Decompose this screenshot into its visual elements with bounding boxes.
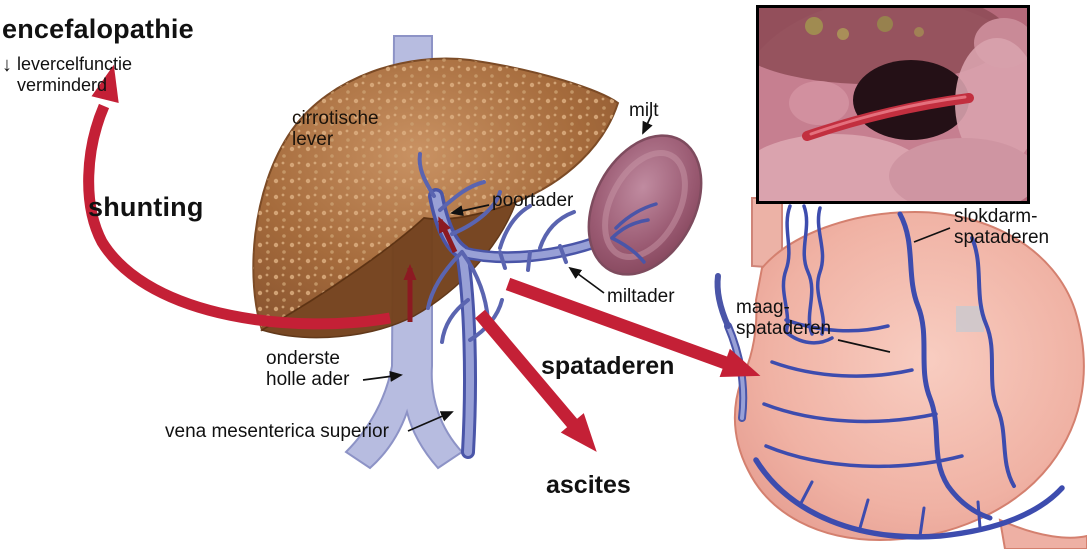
ascites-arrow <box>475 309 597 452</box>
onderste-holle-ader-pointer <box>362 370 403 382</box>
maag-spataderen-pointer <box>837 339 891 353</box>
miltader-pointer <box>568 266 605 294</box>
duodenum-shape <box>998 518 1087 549</box>
spleen-shape <box>587 134 703 276</box>
milt-pointer <box>642 115 653 135</box>
flow-arrows <box>403 216 458 322</box>
spleen-hilum-veins <box>610 202 658 264</box>
red-arrows <box>83 64 761 452</box>
gastric-varices-vein <box>714 273 748 422</box>
endoscopy-photo <box>756 5 1030 204</box>
stomach-shape <box>733 197 1087 549</box>
gray-patch <box>956 306 984 332</box>
shunting-arrow <box>83 64 391 330</box>
poortader-pointer <box>450 204 490 217</box>
spataderen-arrow <box>505 277 761 377</box>
endoscopy-photo-content <box>759 8 1027 201</box>
esophageal-varices-veins <box>781 204 834 345</box>
portal-branches <box>417 152 576 344</box>
vena-mesenterica-pointer <box>407 411 454 432</box>
slokdarm-spataderen-pointer <box>913 227 951 243</box>
portal-vein-system <box>417 152 618 459</box>
label-pointers <box>362 115 951 432</box>
portal-flow-arrow <box>437 216 458 254</box>
